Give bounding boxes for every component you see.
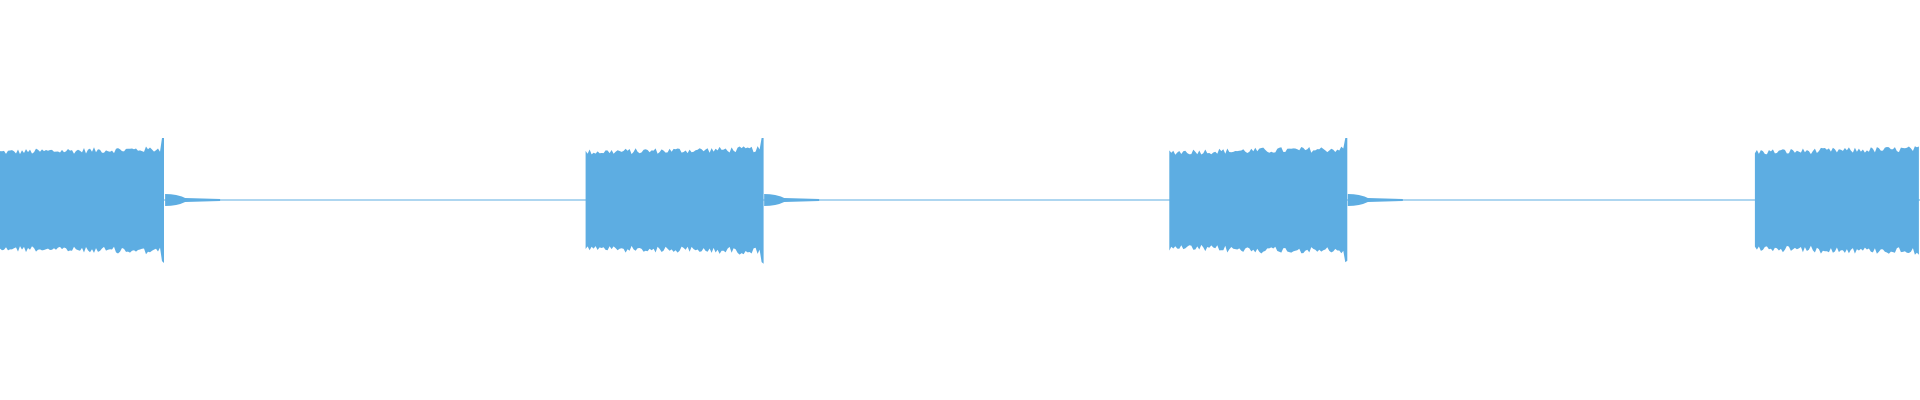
waveform-decay-tail-3 bbox=[1347, 194, 1403, 206]
waveform-burst-3 bbox=[1169, 138, 1348, 263]
waveform-decay-tail-1 bbox=[165, 194, 221, 206]
waveform-burst-4 bbox=[1754, 146, 1919, 255]
waveform-decay-tail-2 bbox=[764, 194, 820, 206]
waveform-burst-1 bbox=[0, 138, 164, 263]
waveform-burst-2 bbox=[585, 138, 764, 264]
